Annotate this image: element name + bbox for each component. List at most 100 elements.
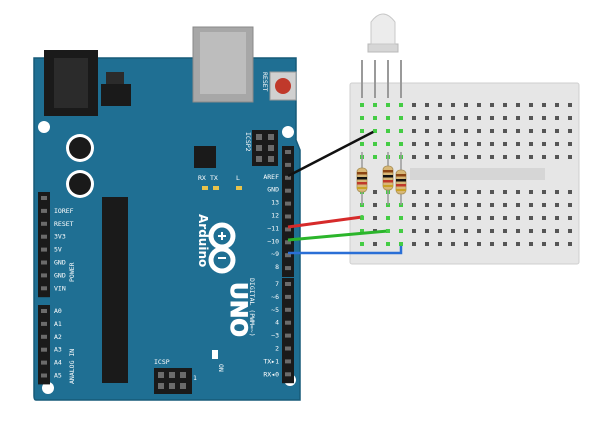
digital-label: DIGITAL (PWM=~) bbox=[248, 278, 256, 337]
usb-port bbox=[192, 26, 254, 103]
breadboard-hole bbox=[412, 116, 416, 120]
breadboard-hole bbox=[568, 242, 572, 246]
breadboard-hole bbox=[490, 129, 494, 133]
resistor-2 bbox=[382, 152, 394, 205]
breadboard-hole bbox=[516, 129, 520, 133]
breadboard-hole bbox=[490, 155, 494, 159]
breadboard-hole bbox=[503, 116, 507, 120]
breadboard-hole bbox=[555, 142, 559, 146]
breadboard-hole bbox=[490, 142, 494, 146]
breadboard-hole bbox=[516, 190, 520, 194]
breadboard-hole bbox=[425, 242, 429, 246]
breadboard-hole bbox=[451, 203, 455, 207]
breadboard-hole bbox=[451, 155, 455, 159]
on-label: ON bbox=[217, 364, 225, 372]
breadboard-hole bbox=[438, 190, 442, 194]
digital-pin-label: 12 bbox=[271, 212, 279, 220]
breadboard-hole bbox=[386, 103, 390, 107]
breadboard-hole bbox=[412, 216, 416, 220]
breadboard-hole bbox=[412, 229, 416, 233]
breadboard-hole bbox=[438, 129, 442, 133]
breadboard-hole bbox=[386, 116, 390, 120]
breadboard-holes bbox=[360, 103, 572, 246]
capacitor bbox=[66, 134, 94, 162]
breadboard-hole bbox=[555, 116, 559, 120]
breadboard-hole bbox=[412, 142, 416, 146]
breadboard-hole bbox=[399, 229, 403, 233]
reset-button[interactable] bbox=[269, 71, 297, 101]
power-pin-label: IOREF bbox=[54, 207, 74, 215]
digital-pin-label: ~10 bbox=[267, 237, 279, 245]
wire-pin-9 bbox=[288, 242, 403, 255]
breadboard-hole bbox=[555, 229, 559, 233]
power-pin-label: VIN bbox=[54, 284, 66, 292]
atmega-microcontroller bbox=[102, 197, 128, 383]
breadboard-hole bbox=[542, 142, 546, 146]
breadboard-hole bbox=[399, 129, 403, 133]
breadboard-hole bbox=[568, 216, 572, 220]
dc-power-jack bbox=[44, 50, 98, 116]
wire-pin-10 bbox=[287, 229, 390, 242]
digital-pin-label: AREF bbox=[263, 173, 279, 181]
wire-gnd bbox=[287, 129, 377, 178]
breadboard-hole bbox=[360, 142, 364, 146]
breadboard-hole bbox=[555, 216, 559, 220]
digital-pin-label: 13 bbox=[271, 199, 279, 207]
breadboard-hole bbox=[568, 155, 572, 159]
icsp-label: ICSP bbox=[154, 358, 170, 366]
breadboard-hole bbox=[490, 229, 494, 233]
breadboard-hole bbox=[542, 155, 546, 159]
digital-pin-label: GND bbox=[267, 186, 279, 194]
breadboard-hole bbox=[425, 203, 429, 207]
digital-pin-label: ~6 bbox=[271, 293, 279, 301]
breadboard-hole bbox=[490, 203, 494, 207]
analog-pin-label: A1 bbox=[54, 320, 62, 328]
analog-pin-label: A2 bbox=[54, 333, 62, 341]
breadboard-hole bbox=[529, 142, 533, 146]
breadboard-hole bbox=[451, 216, 455, 220]
pin-one-label: 1 bbox=[193, 374, 197, 382]
breadboard-hole bbox=[568, 229, 572, 233]
power-pin-label: 3V3 bbox=[54, 233, 66, 241]
breadboard-hole bbox=[542, 242, 546, 246]
breadboard-hole bbox=[542, 116, 546, 120]
digital-pin-label: ~3 bbox=[271, 332, 279, 340]
analog-label: ANALOG IN bbox=[68, 349, 76, 384]
rx-led bbox=[202, 186, 208, 190]
breadboard-hole bbox=[490, 190, 494, 194]
breadboard-hole bbox=[503, 103, 507, 107]
rgb-led bbox=[361, 13, 402, 98]
analog-pin-label: A0 bbox=[54, 307, 62, 315]
digital-pin-label: ~11 bbox=[267, 224, 279, 232]
breadboard-hole bbox=[360, 103, 364, 107]
breadboard-hole bbox=[568, 103, 572, 107]
breadboard-hole bbox=[451, 229, 455, 233]
breadboard-hole bbox=[438, 229, 442, 233]
resistor-1 bbox=[356, 152, 368, 205]
breadboard-hole bbox=[542, 129, 546, 133]
breadboard-hole bbox=[373, 242, 377, 246]
icsp2-label: ICSP2 bbox=[244, 132, 252, 152]
power-pin-label: RESET bbox=[54, 220, 74, 228]
breadboard-hole bbox=[503, 216, 507, 220]
mounting-hole bbox=[42, 382, 54, 394]
breadboard-hole bbox=[386, 216, 390, 220]
breadboard-hole bbox=[477, 155, 481, 159]
l-label: L bbox=[236, 174, 240, 182]
breadboard-hole bbox=[425, 142, 429, 146]
breadboard-hole bbox=[477, 190, 481, 194]
breadboard-hole bbox=[542, 203, 546, 207]
breadboard-hole bbox=[568, 203, 572, 207]
breadboard-hole bbox=[477, 129, 481, 133]
breadboard-hole bbox=[516, 116, 520, 120]
breadboard-hole bbox=[490, 242, 494, 246]
breadboard-hole bbox=[568, 116, 572, 120]
mounting-hole bbox=[38, 121, 50, 133]
breadboard-hole bbox=[529, 103, 533, 107]
digital-pin-label: 8 bbox=[275, 263, 279, 271]
breadboard-hole bbox=[529, 216, 533, 220]
breadboard-hole bbox=[516, 242, 520, 246]
